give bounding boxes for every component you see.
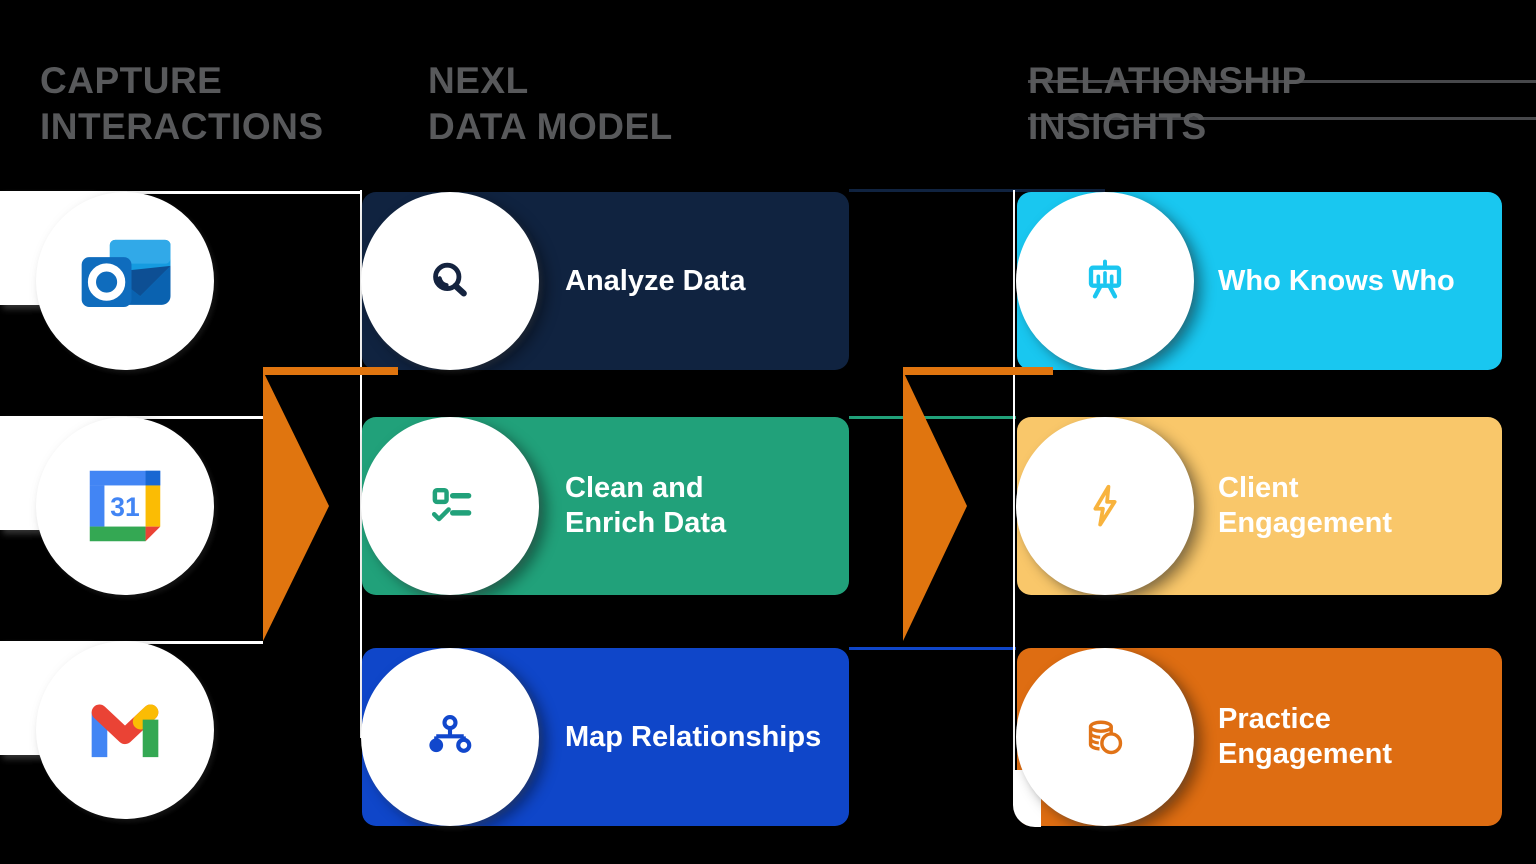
card-analyze-data-label: Analyze Data <box>565 264 746 297</box>
header-capture-interactions: CAPTURE INTERACTIONS <box>40 58 324 150</box>
header-insights-line1: RELATIONSHIP <box>1028 60 1307 101</box>
magnifying-glass-icon <box>433 262 467 297</box>
card-who-knows-who-label: Who Knows Who <box>1218 264 1455 297</box>
icon-circle-client-engagement <box>1016 417 1194 595</box>
header-capture-line1: CAPTURE <box>40 60 223 101</box>
connector-line-row3-left <box>125 641 263 644</box>
header-model-line2: DATA MODEL <box>428 106 673 147</box>
flow-arrow-left-bar <box>263 367 398 375</box>
flow-arrow-left <box>263 371 329 641</box>
connector-line-vertical-middle <box>360 190 362 738</box>
org-chart-icon <box>429 715 472 753</box>
icon-circle-map-relationships <box>361 648 539 826</box>
connector-line-row1-right <box>849 189 1105 192</box>
connector-line-vertical-right <box>1013 190 1015 770</box>
flow-arrow-right <box>903 371 967 641</box>
card-map-relationships-label: Map Relationships <box>565 720 822 753</box>
header-data-model: NEXL DATA MODEL <box>428 58 673 150</box>
lightning-bolt-icon <box>1093 484 1117 527</box>
icon-circle-analyze <box>361 192 539 370</box>
card-clean-enrich-data-label: Clean and Enrich Data <box>565 472 727 539</box>
google-calendar-logo-icon: 31 <box>89 470 161 542</box>
source-circle-gmail <box>36 641 214 819</box>
card-practice-engagement-label: Practice Engagement <box>1218 703 1393 770</box>
presentation-chart-icon <box>1088 259 1122 299</box>
source-circle-outlook <box>36 192 214 370</box>
icon-circle-who-knows-who <box>1016 192 1194 370</box>
header-insights-line2: INSIGHTS <box>1028 106 1207 147</box>
gmail-logo-icon <box>91 704 159 758</box>
icon-circle-clean-enrich <box>361 417 539 595</box>
connector-line-row1-left <box>125 191 361 194</box>
icon-circle-practice-engagement <box>1016 648 1194 826</box>
checklist-icon <box>431 487 472 522</box>
coins-icon <box>1088 720 1123 755</box>
connector-line-row2-left <box>125 416 265 419</box>
card-client-engagement-label: Client Engagement <box>1218 472 1393 539</box>
calendar-day-number: 31 <box>110 492 139 522</box>
decorative-rule-top <box>1028 80 1536 83</box>
outlook-logo-icon <box>81 239 171 307</box>
source-circle-calendar: 31 <box>36 417 214 595</box>
header-capture-line2: INTERACTIONS <box>40 106 324 147</box>
connector-line-row2-right <box>849 416 1016 419</box>
header-relationship-insights: RELATIONSHIP INSIGHTS <box>1028 58 1307 150</box>
header-model-line1: NEXL <box>428 60 529 101</box>
decorative-rule-bottom <box>1028 117 1536 120</box>
connector-line-row3-right <box>849 647 1016 650</box>
flow-arrow-right-bar <box>903 367 1053 375</box>
